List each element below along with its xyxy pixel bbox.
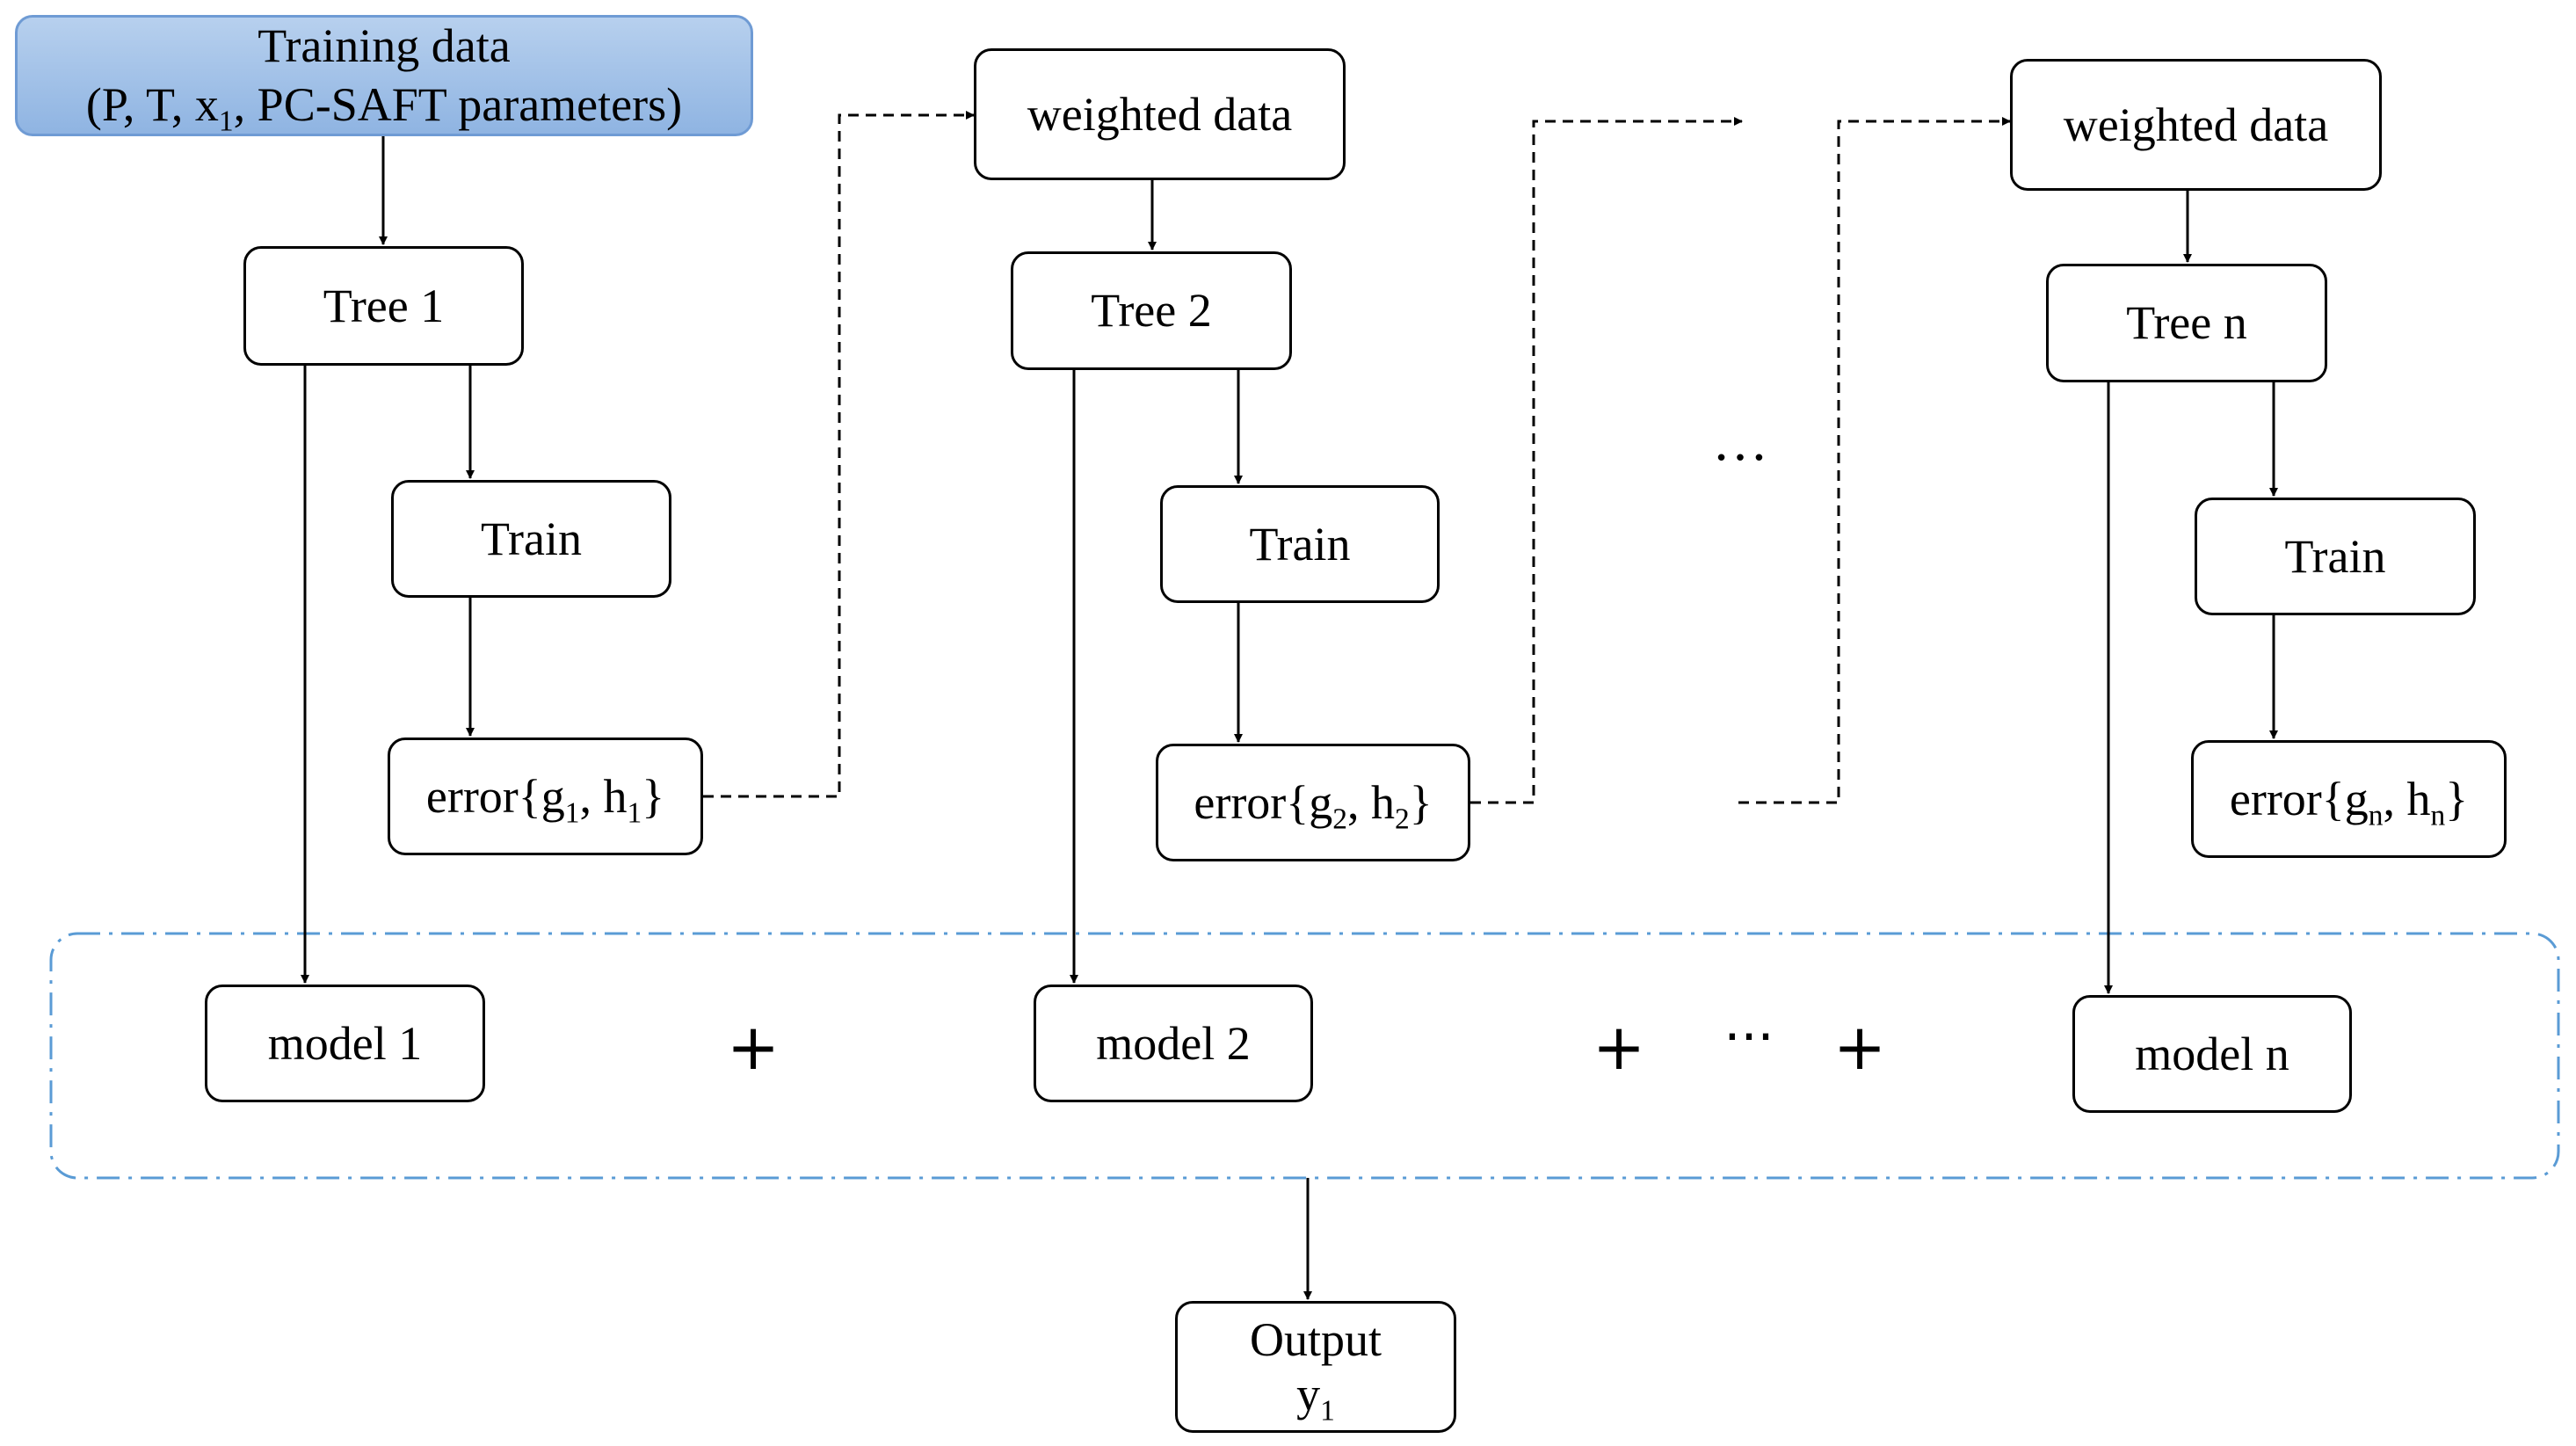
output-box: Output y1 xyxy=(1175,1301,1456,1433)
model-n-box: model n xyxy=(2072,995,2352,1113)
model-2-box: model 2 xyxy=(1034,985,1313,1102)
training-data-inputs: (P, T, x1, PC-SAFT parameters) xyxy=(85,78,683,138)
ellipsis-between-trees: … xyxy=(1712,410,1768,472)
output-label: Output xyxy=(1249,1312,1382,1366)
tree-2-box: Tree 2 xyxy=(1011,251,1292,370)
dashed-arrow-error1-to-weighted2 xyxy=(703,111,975,798)
model-1-box: model 1 xyxy=(205,985,485,1102)
error-1-box: error{g1, h1} xyxy=(388,738,703,855)
tree-1-box: Tree 1 xyxy=(243,246,524,366)
error-2-box: error{g2, h2} xyxy=(1156,744,1470,861)
train-1-box: Train xyxy=(391,480,671,598)
train-2-box: Train xyxy=(1160,485,1440,603)
sum-ellipsis: ··· xyxy=(1723,1006,1774,1068)
ensemble-region xyxy=(49,932,2560,1180)
dashed-arrow-prev-to-weightedn xyxy=(1738,117,2011,804)
weighted-data-2-box: weighted data xyxy=(974,48,1346,180)
weighted-data-n-box: weighted data xyxy=(2010,59,2382,191)
training-data-title: Training data xyxy=(258,18,511,72)
plus-sign-1: + xyxy=(726,1010,780,1084)
error-n-box: error{gn, hn} xyxy=(2191,740,2507,858)
tree-n-box: Tree n xyxy=(2046,264,2327,382)
dashed-arrow-error2-to-next xyxy=(1470,117,1743,804)
plus-sign-3: + xyxy=(1832,1010,1887,1084)
plus-sign-2: + xyxy=(1592,1010,1646,1084)
train-n-box: Train xyxy=(2195,498,2476,615)
training-data-box: Training data (P, T, x1, PC-SAFT paramet… xyxy=(15,15,753,136)
output-symbol: y1 xyxy=(1296,1368,1335,1428)
